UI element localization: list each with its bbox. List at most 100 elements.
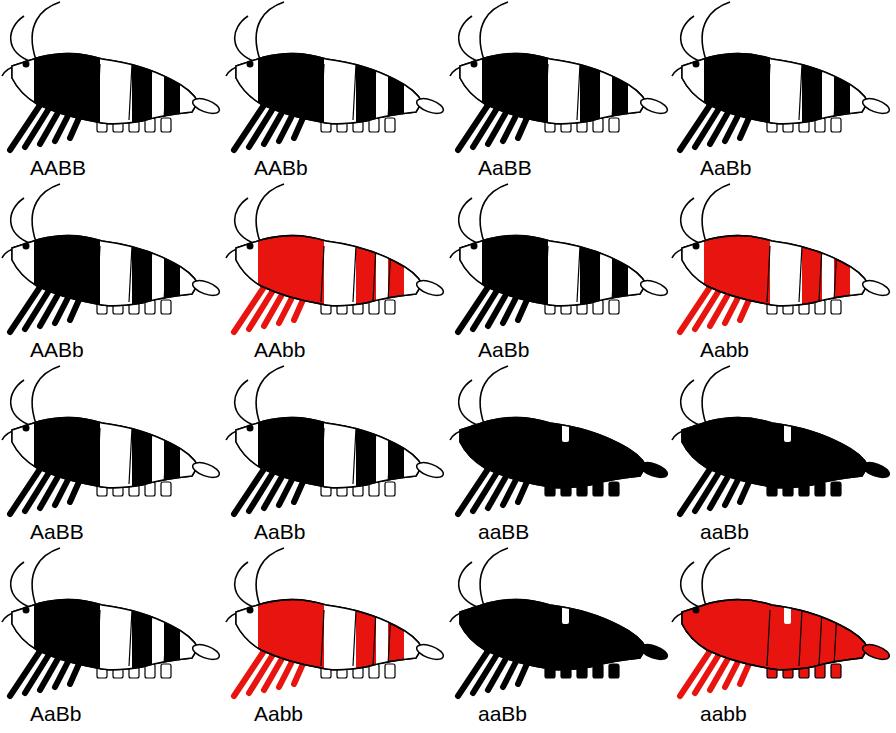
antenna: [459, 380, 480, 426]
eye: [247, 61, 254, 68]
shrimp: [450, 366, 669, 514]
eye: [471, 61, 478, 68]
antenna: [235, 16, 256, 62]
white-markings: [672, 42, 880, 132]
antenna: [32, 2, 60, 60]
swimmeret: [609, 664, 619, 678]
shrimp: [672, 184, 891, 332]
white-markings: [2, 588, 210, 678]
genotype-label: AaBb: [254, 520, 305, 543]
shrimp-body: [682, 599, 868, 669]
shrimp-body: [682, 417, 868, 487]
tail-fan: [639, 96, 669, 117]
antenna: [256, 366, 284, 424]
swimmeret: [385, 482, 395, 496]
antenna: [32, 548, 60, 606]
shrimp: [2, 184, 221, 332]
tail-fan: [861, 96, 891, 117]
genotype-label: AaBb: [30, 702, 81, 725]
shrimp: [450, 548, 669, 696]
antenna: [459, 16, 480, 62]
antenna: [702, 366, 730, 424]
white-markings: [672, 224, 880, 314]
eye: [247, 425, 254, 432]
antenna: [702, 184, 730, 242]
white-markings: [2, 42, 210, 132]
genotype-label: AaBb: [478, 338, 529, 361]
antenna: [459, 562, 480, 608]
tail-fan: [191, 642, 221, 663]
eye: [471, 607, 478, 614]
tail-fan: [415, 642, 445, 663]
white-markings: [2, 224, 210, 314]
antenna: [681, 380, 702, 426]
antenna: [681, 562, 702, 608]
swimmeret: [161, 118, 171, 132]
swimmeret: [831, 664, 841, 678]
antenna: [256, 548, 284, 606]
genotype-label: aaBb: [478, 702, 527, 725]
antenna: [480, 184, 508, 242]
genotype-label: AABb: [254, 156, 308, 179]
shrimp: [450, 2, 669, 150]
antenna: [11, 380, 32, 426]
antenna: [32, 366, 60, 424]
white-markings: [226, 224, 434, 314]
genotype-label: Aabb: [254, 702, 303, 725]
eye: [471, 425, 478, 432]
eye: [693, 243, 700, 250]
shrimp: [226, 184, 445, 332]
tail-fan: [191, 96, 221, 117]
genotype-label: AaBb: [700, 156, 751, 179]
antenna: [11, 562, 32, 608]
antenna: [11, 16, 32, 62]
tail-fan: [639, 642, 669, 663]
antenna: [681, 198, 702, 244]
shrimp-body: [460, 417, 646, 487]
antenna: [480, 2, 508, 60]
genotype-label: AABb: [30, 338, 84, 361]
antenna: [459, 198, 480, 244]
eye: [471, 243, 478, 250]
antenna: [256, 2, 284, 60]
white-markings: [226, 588, 434, 678]
antenna: [480, 366, 508, 424]
tail-fan: [861, 460, 891, 481]
shrimp: [672, 2, 891, 150]
tail-fan: [415, 278, 445, 299]
swimmeret: [161, 482, 171, 496]
shrimp: [2, 2, 221, 150]
shrimp: [226, 2, 445, 150]
swimmeret: [831, 300, 841, 314]
antenna: [235, 562, 256, 608]
shrimp: [2, 548, 221, 696]
shrimp: [450, 184, 669, 332]
genotype-label: aaBB: [478, 520, 529, 543]
swimmeret: [609, 482, 619, 496]
eye: [23, 61, 30, 68]
genotype-label: AaBB: [478, 156, 532, 179]
swimmeret: [385, 300, 395, 314]
genotype-label: AaBB: [30, 520, 84, 543]
shrimp: [672, 366, 891, 514]
genotype-label: AAbb: [254, 338, 305, 361]
swimmeret: [831, 118, 841, 132]
white-markings: [450, 224, 658, 314]
tail-fan: [415, 460, 445, 481]
swimmeret: [161, 664, 171, 678]
antenna: [235, 380, 256, 426]
tail-fan: [861, 278, 891, 299]
eye: [23, 607, 30, 614]
antenna: [702, 548, 730, 606]
swimmeret: [831, 482, 841, 496]
genotype-label: Aabb: [700, 338, 749, 361]
shrimp: [226, 366, 445, 514]
swimmeret: [609, 118, 619, 132]
tail-fan: [639, 460, 669, 481]
eye: [247, 243, 254, 250]
genotype-label: aabb: [700, 702, 747, 725]
tail-fan: [415, 96, 445, 117]
white-markings: [2, 406, 210, 496]
white-markings: [226, 42, 434, 132]
